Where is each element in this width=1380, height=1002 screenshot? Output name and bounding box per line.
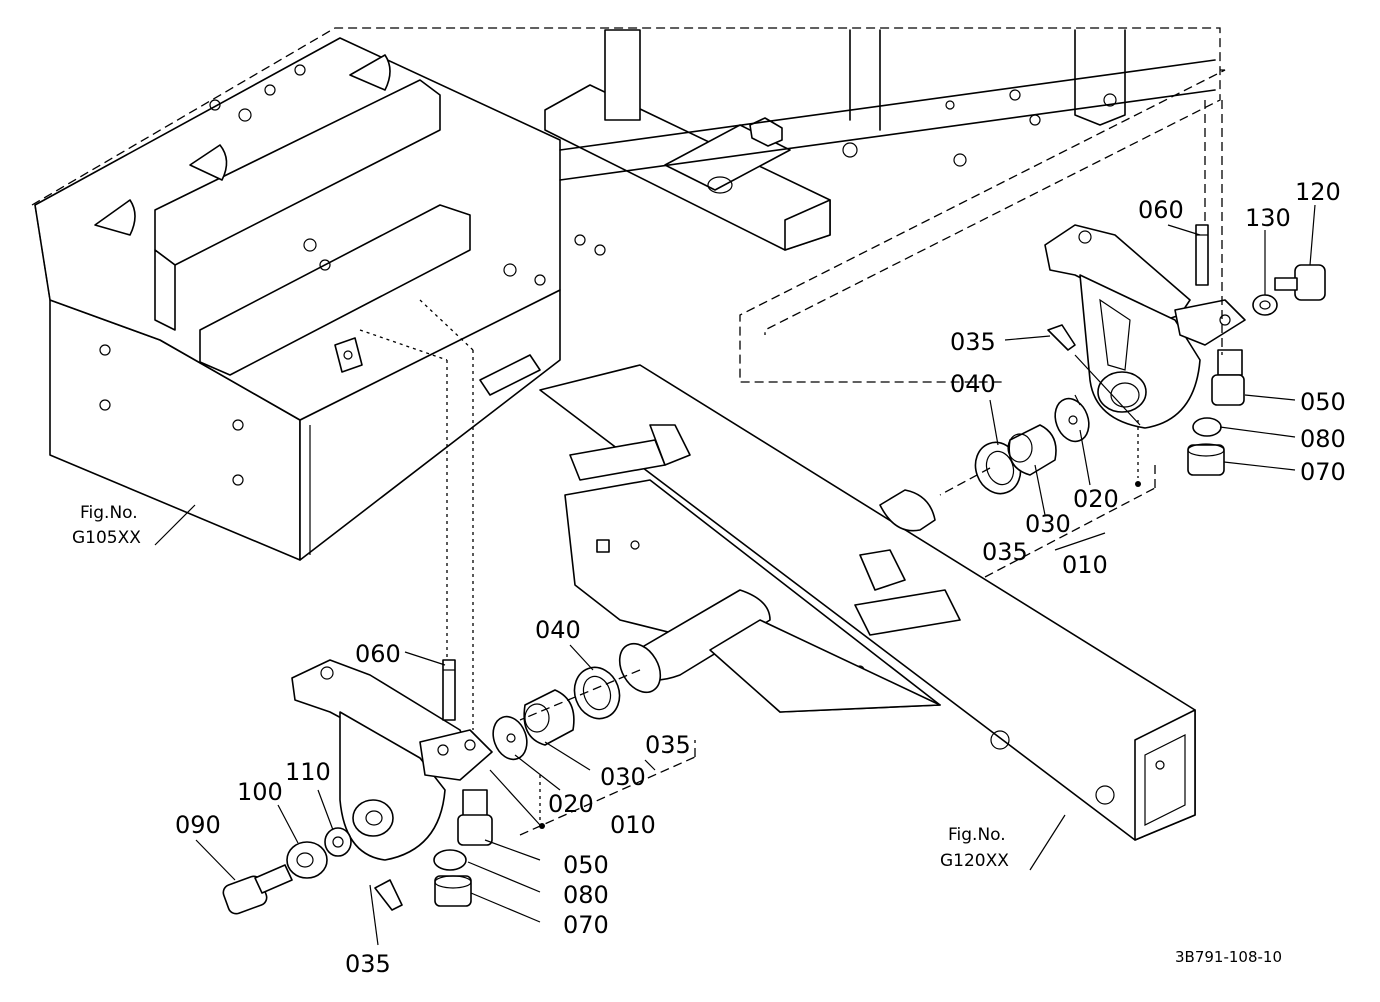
callout-upper-030: 030: [1025, 510, 1071, 538]
callout-lower-035-group: 035: [645, 731, 691, 759]
group-marker-lower: [539, 823, 545, 829]
figure-ref-lower: Fig.No. G120XX: [940, 825, 1009, 871]
callout-upper-070: 070: [1300, 458, 1346, 486]
callout-upper-080: 080: [1300, 425, 1346, 453]
figure-ref-line1: Fig.No.: [80, 503, 138, 523]
callout-upper-010: 010: [1062, 551, 1108, 579]
callout-lower-110: 110: [285, 758, 331, 786]
callout-lower-030: 030: [600, 763, 646, 791]
callout-lower-070: 070: [563, 911, 609, 939]
lower-frame-assembly: [539, 364, 1196, 841]
callout-upper-120: 120: [1295, 178, 1341, 206]
drawing-code: 3B791-108-10: [1175, 948, 1282, 966]
callout-lower-060: 060: [355, 640, 401, 668]
leader-lines: [154, 204, 1316, 946]
lower-pivot-bracket: [222, 659, 621, 915]
callout-lower-010: 010: [610, 811, 656, 839]
callout-lower-100: 100: [237, 778, 283, 806]
alignment-lines: [359, 100, 1223, 836]
callout-upper-050: 050: [1300, 388, 1346, 416]
callout-lower-035: 035: [345, 950, 391, 978]
callout-upper-035: 035: [950, 328, 996, 356]
reference-frame-upper: [31, 27, 1226, 383]
upper-frame-assembly: [34, 37, 606, 561]
callout-lower-050: 050: [563, 851, 609, 879]
callout-upper-035-group: 035: [982, 538, 1028, 566]
upper-central-rails: [544, 29, 1216, 251]
figure-ref-line2: G105XX: [72, 528, 141, 548]
callout-lower-080: 080: [563, 881, 609, 909]
upper-pivot-bracket: [974, 224, 1326, 495]
callout-lower-090: 090: [175, 811, 221, 839]
callout-lower-020: 020: [548, 790, 594, 818]
group-marker-upper: [1135, 481, 1141, 487]
callout-upper-040: 040: [950, 370, 996, 398]
figure-ref-line1: Fig.No.: [948, 825, 1006, 845]
callout-upper-060: 060: [1138, 196, 1184, 224]
callout-upper-130: 130: [1245, 204, 1291, 232]
callout-lower-040: 040: [535, 616, 581, 644]
figure-ref-line2: G120XX: [940, 851, 1009, 871]
callout-upper-020: 020: [1073, 485, 1119, 513]
figure-ref-upper: Fig.No. G105XX: [72, 503, 141, 548]
